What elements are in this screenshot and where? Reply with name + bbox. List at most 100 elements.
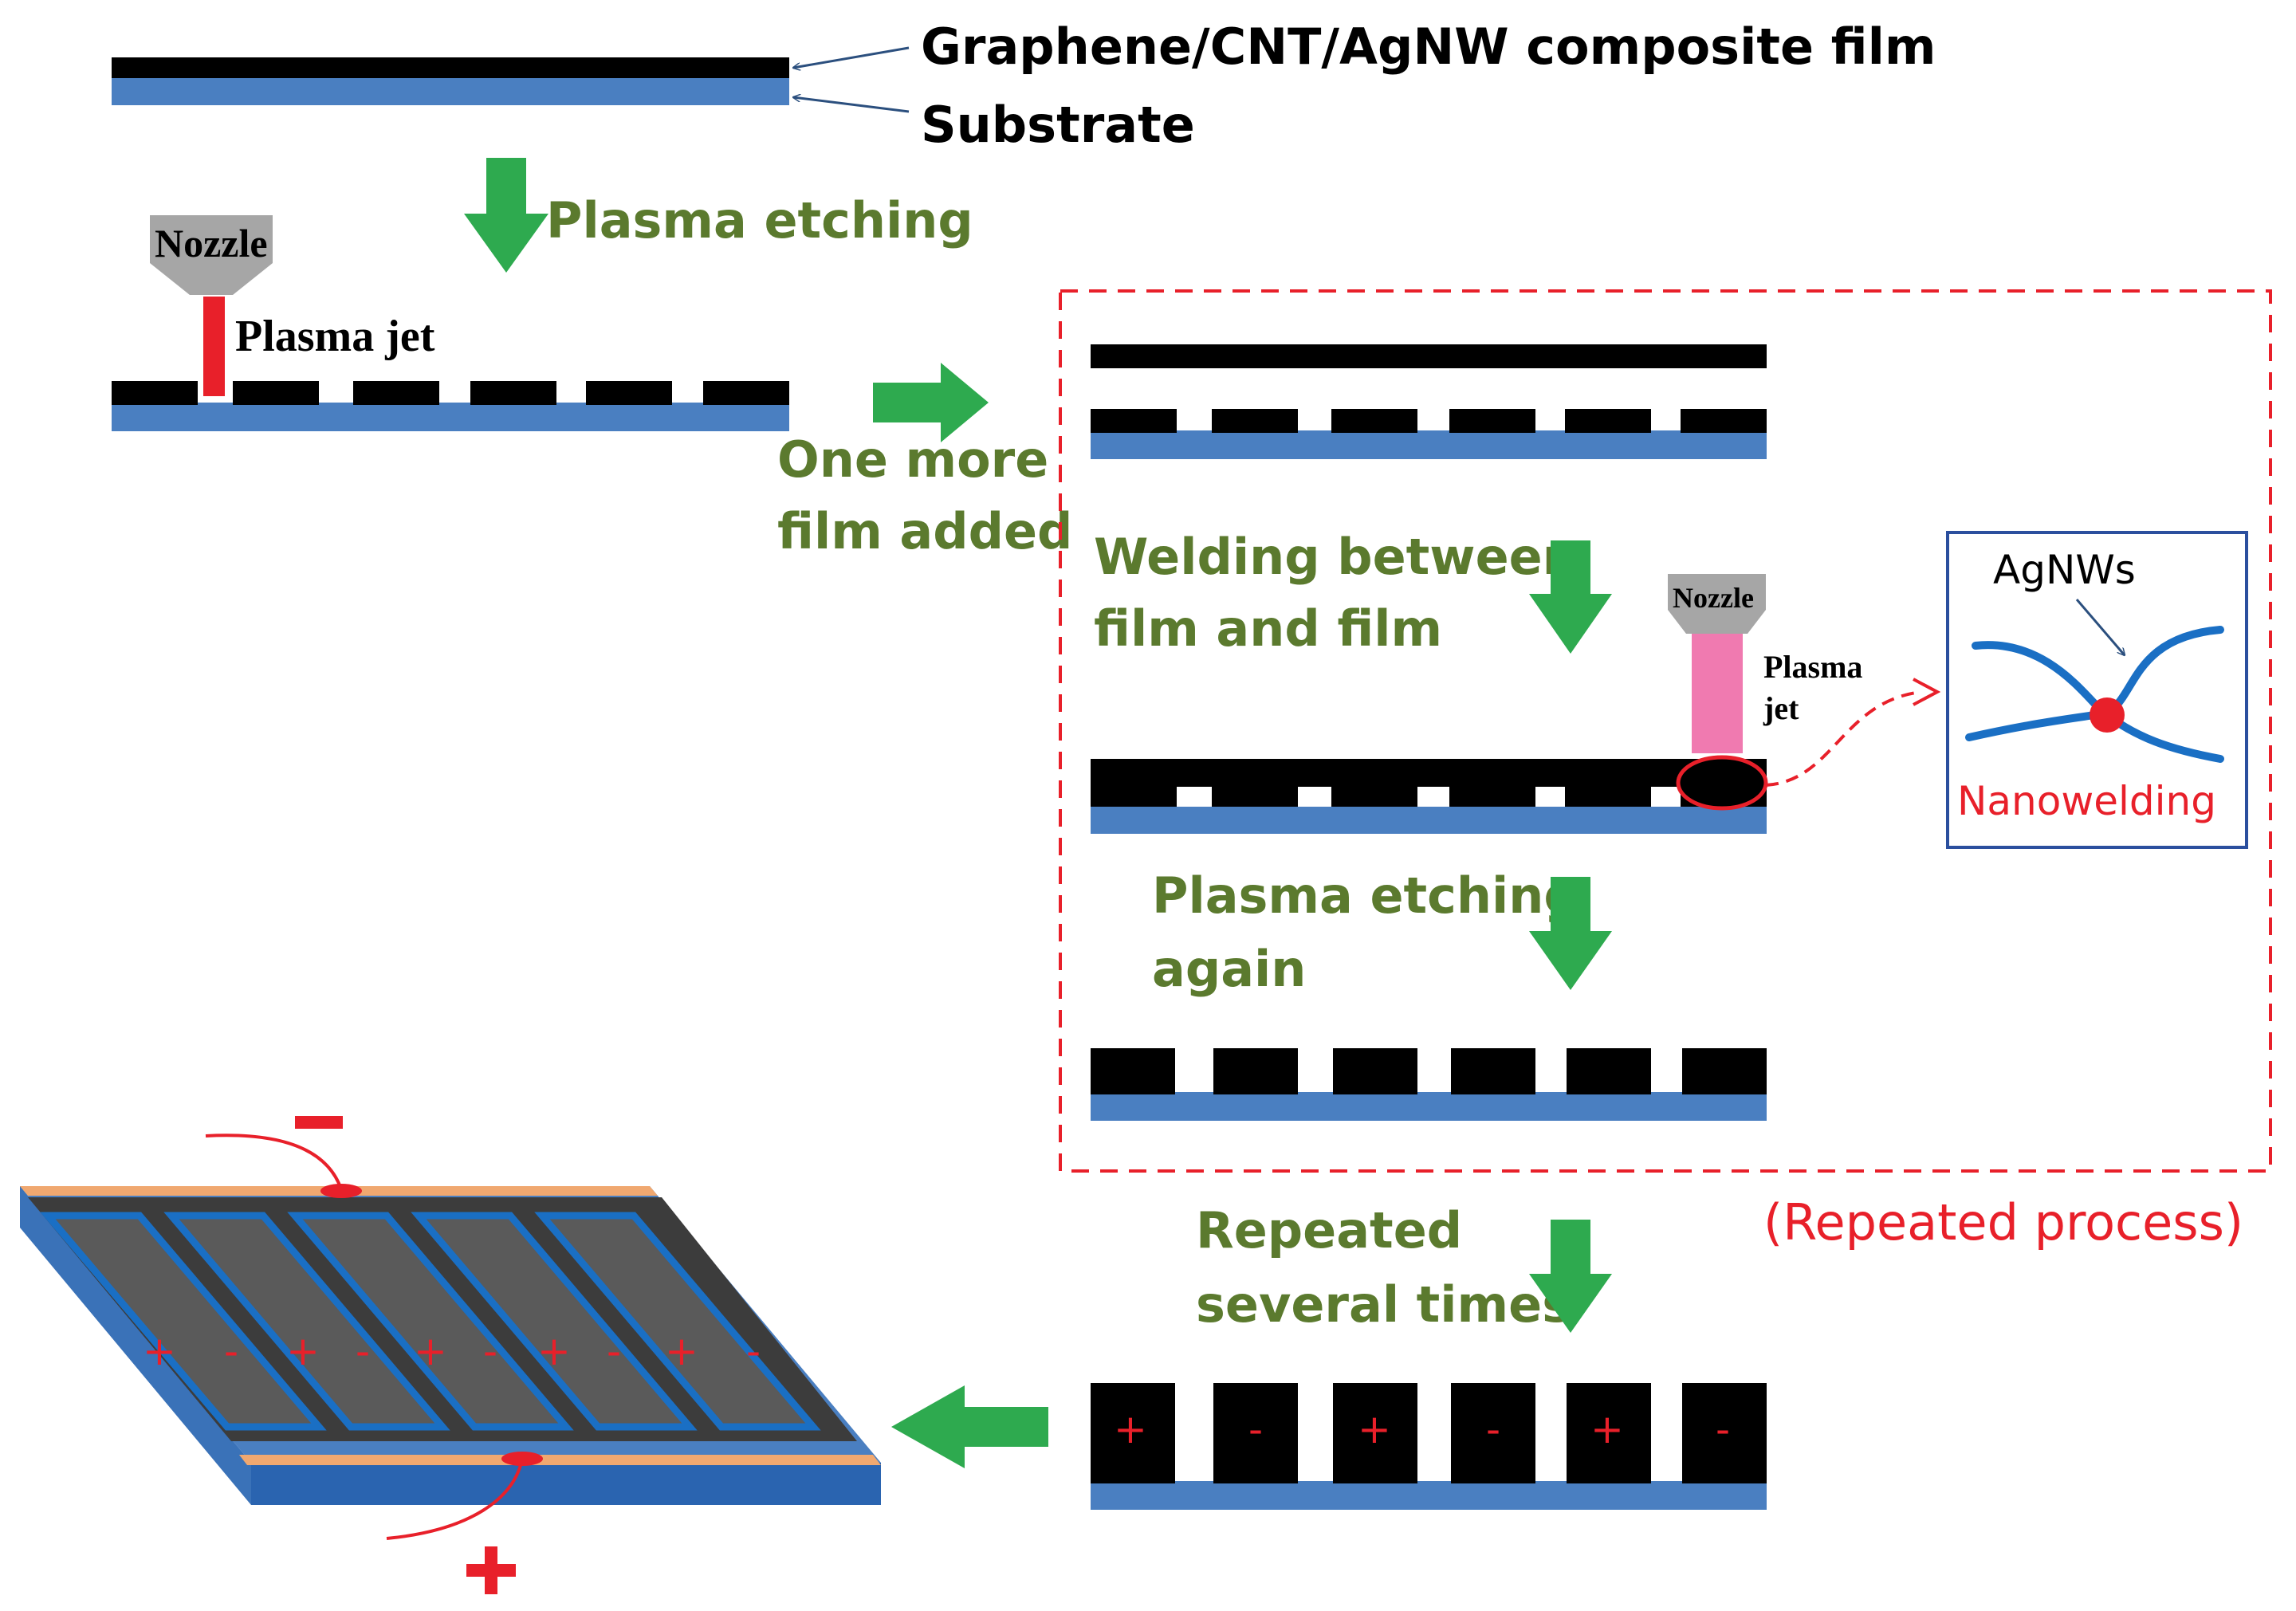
electrode-finger — [534, 1212, 821, 1431]
polarity-minus: - — [1486, 1406, 1500, 1452]
down-arrow-icon — [1529, 1220, 1612, 1333]
device-substrate-side — [20, 1186, 251, 1505]
electrode-finger — [287, 1212, 574, 1431]
electrode-finger — [163, 1212, 450, 1431]
device-polarity-plus: + — [143, 1328, 176, 1374]
positive-contact-dot — [501, 1452, 543, 1466]
nanowelding-inset-box — [1946, 531, 2248, 849]
down-arrow-icon — [1529, 540, 1612, 654]
bottom-copper-contact — [239, 1455, 881, 1465]
plasma-etching-label: Plasma etching — [546, 191, 973, 250]
film-gap — [1535, 787, 1565, 807]
nanowire-junction-icon — [1965, 626, 2224, 763]
negative-terminal-sign — [295, 1116, 343, 1129]
film-gap — [1298, 787, 1331, 807]
electrode-block — [1451, 1383, 1535, 1483]
nanowelding-label: Nanowelding — [1957, 778, 2216, 824]
etch-again-label-line2: again — [1152, 940, 1306, 998]
small-nozzle-label: Nozzle — [1673, 582, 1754, 614]
plasma-jet-beam — [203, 297, 225, 396]
polarity-minus: - — [1248, 1406, 1263, 1452]
final-electrode-stack: + - + - + - — [1091, 1383, 1767, 1510]
nozzle-icon — [1668, 574, 1766, 634]
electrode-block — [1682, 1383, 1767, 1483]
film-segment — [1333, 1048, 1417, 1094]
substrate-label: Substrate — [921, 96, 1195, 154]
electrode-block — [1091, 1383, 1175, 1483]
device-polarity-plus: + — [665, 1328, 698, 1374]
down-arrow-icon — [464, 158, 548, 273]
welding-label-line1: Welding between — [1094, 528, 1578, 586]
film-segment — [1212, 409, 1298, 433]
down-arrow-icon — [1529, 877, 1612, 990]
device-polarity-plus: + — [414, 1328, 447, 1374]
device-polarity-minus: - — [607, 1328, 621, 1374]
polarity-plus: + — [1590, 1406, 1624, 1452]
nozzle-label: Nozzle — [155, 221, 268, 265]
substrate-layer — [1091, 1481, 1767, 1510]
film-added-label: film added — [777, 502, 1072, 560]
stacked-film-before-welding — [1091, 409, 1767, 459]
small-plasma-label: Plasma — [1763, 649, 1862, 685]
film-segment — [1091, 409, 1177, 433]
substrate-layer — [1091, 1092, 1767, 1121]
film-gap — [1177, 787, 1212, 807]
film-segment — [1682, 1048, 1767, 1094]
negative-contact-dot — [320, 1184, 362, 1198]
electrode-block — [1567, 1383, 1651, 1483]
device-polarity-minus: - — [746, 1328, 761, 1374]
film-segment — [1567, 1048, 1651, 1094]
etched-thick-film-stack — [1091, 1048, 1767, 1121]
device-polarity-minus: - — [224, 1328, 238, 1374]
film-segment — [703, 381, 789, 405]
welded-film-stack — [1091, 759, 1767, 834]
substrate-layer — [112, 78, 789, 105]
film-gap — [1651, 787, 1681, 807]
positive-terminal-sign — [466, 1546, 516, 1594]
polarity-plus: + — [1114, 1406, 1147, 1452]
zoom-arrowhead-icon — [1913, 678, 1941, 706]
plasma-jet-beam — [1692, 634, 1743, 753]
repeated-label-line1: Repeated — [1196, 1201, 1462, 1259]
nozzle-icon — [150, 215, 273, 295]
positive-lead-wire — [386, 1458, 524, 1540]
film-gap — [1417, 787, 1449, 807]
agnws-label: AgNWs — [1993, 547, 2136, 593]
device-polarity-plus: + — [286, 1328, 320, 1374]
negative-lead-wire — [205, 1134, 343, 1190]
plasma-jet-label: Plasma jet — [235, 312, 435, 361]
polarity-minus: - — [1716, 1406, 1730, 1452]
welding-label-line2: film and film — [1094, 599, 1442, 658]
device-polarity-minus: - — [483, 1328, 497, 1374]
weld-highlight-ellipse — [1676, 755, 1768, 811]
device-substrate-front — [251, 1463, 881, 1505]
film-segment — [1451, 1048, 1535, 1094]
composite-film-layer — [112, 57, 789, 78]
composite-film-label: Graphene/CNT/AgNW composite film — [921, 18, 1936, 76]
interdigitated-device: + - + - + - + - + - — [20, 1186, 881, 1505]
zoom-connector-line — [1765, 690, 1922, 787]
film-segment — [470, 381, 556, 405]
repeated-process-box — [1059, 289, 2272, 1173]
film-segment — [1091, 1048, 1175, 1094]
etch-again-label-line1: Plasma etching — [1152, 866, 1579, 925]
polarity-plus: + — [1358, 1406, 1391, 1452]
film-pointer-line — [793, 46, 910, 68]
electrode-finger — [40, 1212, 327, 1431]
initial-film-stack — [112, 57, 789, 105]
etched-film-stack — [112, 381, 789, 431]
left-arrow-icon — [891, 1385, 1048, 1468]
repeated-process-label: (Repeated process) — [1763, 1193, 2243, 1251]
substrate-layer — [1091, 430, 1767, 459]
right-arrow-icon — [873, 363, 989, 442]
film-segment — [1213, 1048, 1298, 1094]
film-segment — [112, 381, 198, 405]
film-segment — [1565, 409, 1651, 433]
electrode-finger — [411, 1212, 698, 1431]
film-segment — [233, 381, 319, 405]
added-film-layer — [1091, 344, 1767, 368]
agnws-pointer-line — [2075, 599, 2125, 655]
electrode-block — [1213, 1383, 1298, 1483]
